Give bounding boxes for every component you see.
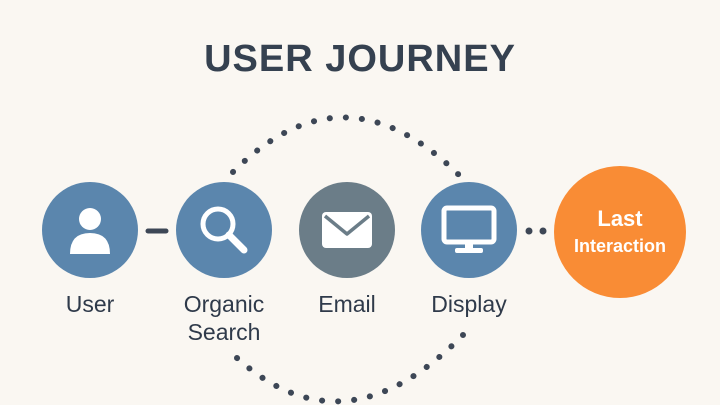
connector-dot (525, 227, 533, 235)
upper-dotted-arc (230, 114, 465, 181)
last-interaction-node: Last Interaction (554, 166, 686, 298)
step-organic-search-label: Organic Search (183, 291, 265, 345)
step-organic-search-node (176, 182, 272, 278)
user-icon (70, 208, 110, 254)
diagram-title: USER JOURNEY (204, 38, 516, 80)
last-interaction-line1: Last (597, 206, 643, 231)
mail-icon (322, 212, 372, 248)
monitor-icon (441, 205, 497, 253)
lower-dotted-arc (234, 332, 466, 405)
step-user-node (42, 182, 138, 278)
step-email-node (299, 182, 395, 278)
step-display-node (421, 182, 517, 278)
step-email-label: Email (318, 291, 376, 317)
search-icon (200, 206, 248, 254)
step-user-label: User (65, 291, 115, 317)
last-interaction-line2: Interaction (573, 236, 666, 256)
connector-dot (539, 227, 547, 235)
step-display-label: Display (431, 291, 507, 317)
